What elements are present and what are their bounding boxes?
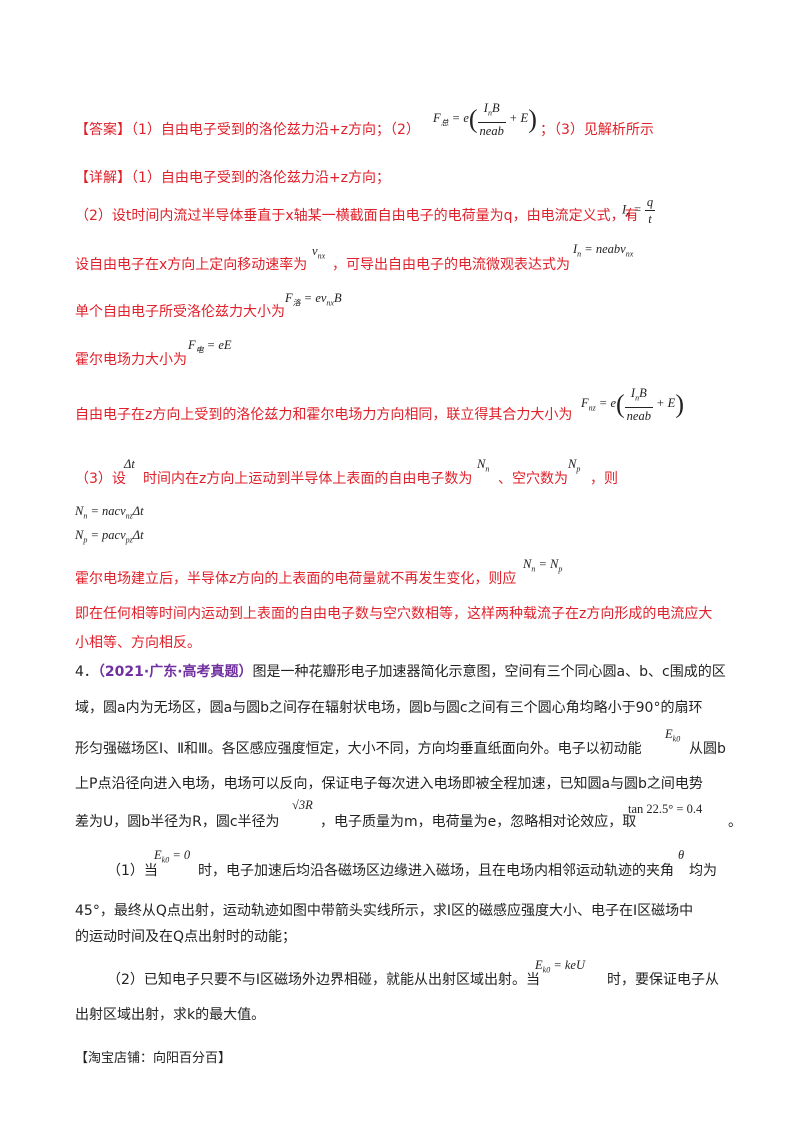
zero-energy-formula: Ek0 = 0 bbox=[154, 848, 191, 865]
electric-force-formula: F电 = eE bbox=[188, 338, 232, 355]
question-2-line-1b: 时，要保证电子从 bbox=[607, 972, 719, 988]
problem-line-5: 差为U，圆b半径为R，圆c半径为 bbox=[75, 814, 280, 830]
detail-line-4: 单个自由电子所受洛伦兹力大小为 bbox=[75, 304, 285, 320]
problem-line-5c: 。 bbox=[728, 814, 742, 830]
question-1-line-2: 45°，最终从Q点出射，运动轨迹如图中带箭头实线所示，求Ⅰ区的磁感应强度大小、电… bbox=[75, 903, 694, 919]
question-1-line-1c: 均为 bbox=[689, 863, 717, 879]
theta-symbol: θ bbox=[678, 848, 685, 862]
initial-energy-symbol: Ek0 bbox=[665, 727, 681, 744]
initial-energy-keU-formula: Ek0 = keU bbox=[535, 958, 586, 975]
question-2-line-1: （2）已知电子只要不与Ⅰ区磁场外边界相碰，就能从出射区域出射。当 bbox=[107, 972, 541, 988]
hole-count-symbol: Np bbox=[568, 457, 581, 474]
footer-shop-label: 【淘宝店铺：向阳百分百】 bbox=[75, 1051, 232, 1066]
problem-number: 4． bbox=[75, 664, 98, 680]
answer-line: 【答案】（1）自由电子受到的洛伦兹力沿+z方向；（2） bbox=[75, 119, 420, 139]
lorentz-force-formula: F洛 = evnxB bbox=[285, 291, 342, 308]
question-1-line-1b: 时，电子加速后均沿各磁场区边缘进入磁场，且在电场内相邻运动轨迹的夹角 bbox=[198, 863, 674, 879]
velocity-symbol: vnx bbox=[312, 244, 326, 261]
detail-line-7c: 、空穴数为 bbox=[498, 471, 568, 487]
problem-source: （2021·广东·高考真题） bbox=[97, 664, 253, 680]
radius-c-symbol: √3R bbox=[292, 798, 313, 812]
detail-line-8: 霍尔电场建立后，半导体z方向的上表面的电荷量就不再发生变化，则应 bbox=[75, 571, 517, 587]
detail-line-6: 自由电子在z方向上受到的洛伦兹力和霍尔电场力方向相同，联立得其合力大小为 bbox=[75, 407, 573, 423]
problem-line-5b: ，电子质量为m，电荷量为e，忽略相对论效应，取 bbox=[320, 814, 637, 830]
equality-formula: Nn = Np bbox=[523, 557, 563, 574]
answer-label: 【答案】 bbox=[75, 122, 131, 138]
question-1-line-1: （1）当 bbox=[107, 863, 158, 879]
current-micro-formula: In = neabvnx bbox=[573, 242, 634, 259]
detail-line-3b: ，可导出自由电子的电流微观表达式为 bbox=[332, 257, 570, 273]
question-2-line-2: 出射区域出射，求k的最大值。 bbox=[75, 1007, 266, 1023]
answer-part3: ；（3）见解析所示 bbox=[540, 122, 654, 138]
detail-line-7: （3）设 bbox=[75, 471, 126, 487]
electron-count-formula: Nn = nacvnzΔt bbox=[75, 504, 144, 521]
problem-line-3b: 从圆b bbox=[689, 741, 726, 757]
detail-line-7b: 时间内在z方向上运动到半导体上表面的自由电子数为 bbox=[143, 471, 473, 487]
problem-line-1: 4．（2021·广东·高考真题）图是一种花瓣形电子加速器简化示意图，空间有三个同… bbox=[75, 664, 726, 680]
tan-value-formula: tan 22.5° = 0.4 bbox=[628, 802, 703, 816]
detail-line-3: 设自由电子在x方向上定向移动速率为 bbox=[75, 257, 308, 273]
detail-line-5: 霍尔电场力大小为 bbox=[75, 352, 187, 368]
problem-line-4: 上P点沿径向进入电场，电场可以反向，保证电子每次进入电场即被全程加速，已知圆a与… bbox=[75, 776, 703, 792]
detail-label: 【详解】 bbox=[75, 170, 131, 186]
detail-line-9: 即在任何相等时间内运动到上表面的自由电子数与空穴数相等，这样两种载流子在z方向形… bbox=[75, 606, 713, 622]
detail-line-10: 小相等、方向相反。 bbox=[75, 635, 201, 651]
problem-line-2: 域，圆a内为无场区，圆a与圆b之间存在辐射状电场，圆b与圆c之间有三个圆心角均略… bbox=[75, 700, 703, 716]
detail-line-7d: ，则 bbox=[590, 471, 618, 487]
question-1-line-3: 的运动时间及在Q点出射时的动能； bbox=[75, 929, 297, 945]
problem-line-3: 形匀强磁场区Ⅰ、Ⅱ和Ⅲ。各区感应强度恒定，大小不同，方向均垂直纸面向外。电子以初… bbox=[75, 741, 642, 757]
detail-line-2: （2）设t时间内流过半导体垂直于x轴某一横截面自由电子的电荷量为q，由电流定义式… bbox=[75, 208, 639, 224]
electron-count-symbol: Nn bbox=[477, 457, 490, 474]
answer-part1: （1）自由电子受到的洛伦兹力沿+z方向；（2） bbox=[131, 122, 420, 138]
delta-t-symbol: Δt bbox=[124, 457, 135, 471]
detail-line-1: 【详解】（1）自由电子受到的洛伦兹力沿+z方向； bbox=[75, 170, 390, 186]
hole-count-formula: Np = pacvpzΔt bbox=[75, 528, 144, 545]
